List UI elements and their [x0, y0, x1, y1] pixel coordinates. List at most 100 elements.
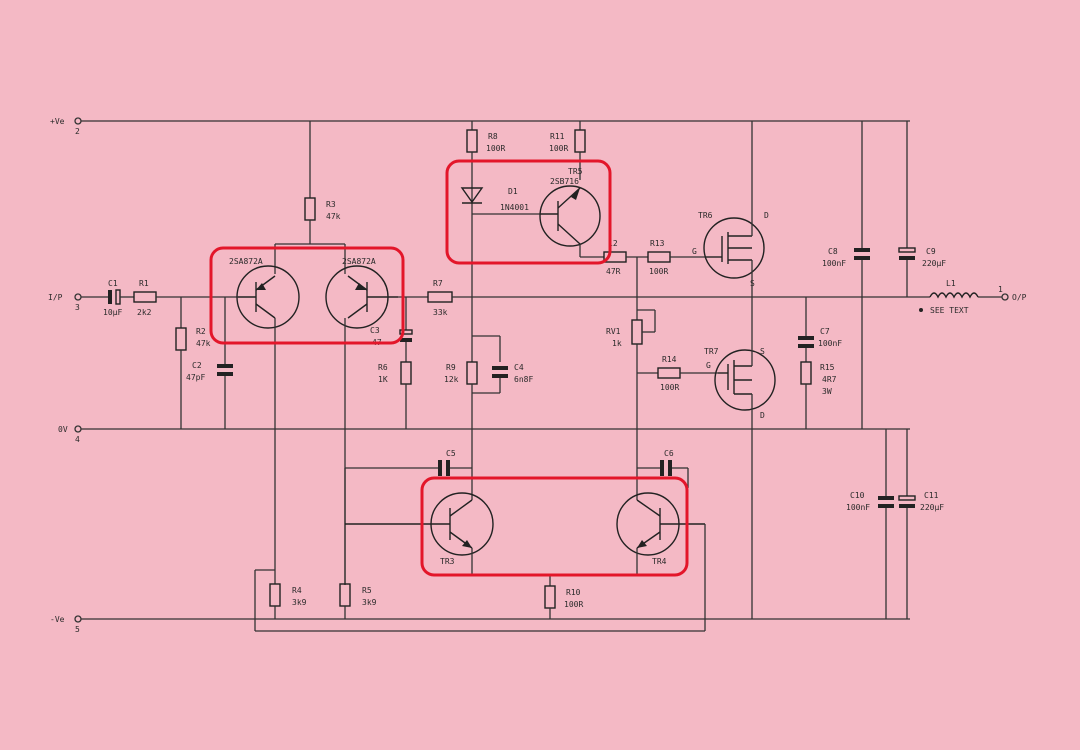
r11-val: 100R — [549, 144, 568, 153]
r6-ref: R6 — [378, 363, 388, 372]
tr1-val: 2SA872A — [229, 257, 263, 266]
c9-ref: C9 — [926, 247, 936, 256]
input-num: 3 — [75, 303, 80, 312]
c11-ref: C11 — [924, 491, 939, 500]
r4-ref: R4 — [292, 586, 302, 595]
c7-ref: C7 — [820, 327, 830, 336]
r3-val: 47k — [326, 212, 341, 221]
c3-ref: C3 — [370, 326, 380, 335]
rv1-ref: RV1 — [606, 327, 621, 336]
r15-val2: 3W — [822, 387, 832, 396]
r10-val: 100R — [564, 600, 583, 609]
r6-val: 1K — [378, 375, 388, 384]
input-label: I/P — [48, 293, 63, 302]
c8-val: 100nF — [822, 259, 846, 268]
r14-ref: R14 — [662, 355, 677, 364]
output-label: O/P — [1012, 293, 1027, 302]
tr6-mosfet: TR6 G D S — [692, 121, 769, 297]
tr7-gate: G — [706, 361, 711, 370]
highlight-boxes — [209, 159, 689, 577]
r7-val: 33k — [433, 308, 448, 317]
r4-val: 3k9 — [292, 598, 307, 607]
tr3-ref: TR3 — [440, 557, 455, 566]
tr3-transistor: TR3 — [345, 492, 494, 566]
r2-val: 47k — [196, 339, 211, 348]
r1-val: 2k2 — [137, 308, 152, 317]
tr1-transistor: 2SA872A — [229, 257, 300, 570]
pos-rail-num: 2 — [75, 127, 80, 136]
r13-ref: R13 — [650, 239, 665, 248]
r12-val: 47R — [606, 267, 621, 276]
tr2-transistor: 2SA872A — [325, 257, 398, 585]
output-num: 1 — [998, 285, 1003, 294]
rail-negative: -Ve 5 — [50, 615, 910, 634]
c2-ref: C2 — [192, 361, 202, 370]
c6-ref: C6 — [664, 449, 674, 458]
rv1-val: 1k — [612, 339, 622, 348]
gnd-rail-label: 0V — [58, 425, 68, 434]
r12-ref: 12 — [608, 239, 618, 248]
tr7-ref: TR7 — [704, 347, 719, 356]
r13-val: 100R — [649, 267, 668, 276]
tr7-source: S — [760, 347, 765, 356]
c9-val: 220µF — [922, 259, 946, 268]
c5-ref: C5 — [446, 449, 456, 458]
c1-ref: C1 — [108, 279, 118, 288]
c1-val: 10µF — [103, 308, 122, 317]
r8-ref: R8 — [488, 132, 498, 141]
c2-val: 47pF — [186, 373, 205, 382]
r3-ref: R3 — [326, 200, 336, 209]
neg-rail-num: 5 — [75, 625, 80, 634]
tr7-mosfet: TR7 G S D — [704, 297, 776, 619]
c4-ref: C4 — [514, 363, 524, 372]
tr6-ref: TR6 — [698, 211, 713, 220]
r9-val: 12k — [444, 375, 459, 384]
highlight-ltp-pair — [209, 246, 405, 345]
neg-rail-label: -Ve — [50, 615, 65, 624]
tr5-transistor: TR5 2SB716 — [539, 167, 601, 247]
c11-val: 220µF — [920, 503, 944, 512]
tr4-transistor: TR4 — [616, 492, 705, 566]
d1-val: 1N4001 — [500, 203, 529, 212]
r5-val: 3k9 — [362, 598, 377, 607]
highlight-tr3-tr4 — [420, 476, 689, 577]
tr6-drain: D — [764, 211, 769, 220]
tr5-ref: TR5 — [568, 167, 583, 176]
tr6-source: S — [750, 279, 755, 288]
r10-ref: R10 — [566, 588, 581, 597]
r7-ref: R7 — [433, 279, 443, 288]
tr6-gate: G — [692, 247, 697, 256]
output-stage: TR6 G D S TR7 G S D C7 100nF R15 — [692, 121, 1027, 619]
ltp-loads: R4 3k9 R5 3k9 — [254, 468, 705, 632]
tr4-ref: TR4 — [652, 557, 667, 566]
d1-ref: D1 — [508, 187, 518, 196]
r8-val: 100R — [486, 144, 505, 153]
highlight-tr5-d1 — [445, 159, 612, 265]
rail-positive: +Ve 2 — [50, 117, 910, 136]
l1-ref: L1 — [946, 279, 956, 288]
tr2-val: 2SA872A — [342, 257, 376, 266]
r2-ref: R2 — [196, 327, 206, 336]
c4-val: 6n8F — [514, 375, 533, 384]
c10-val: 100nF — [846, 503, 870, 512]
r15-ref: R15 — [820, 363, 835, 372]
c8-ref: C8 — [828, 247, 838, 256]
rail-ground: 0V 4 — [58, 425, 910, 444]
tr5-val: 2SB716 — [550, 177, 579, 186]
c10-ref: C10 — [850, 491, 865, 500]
r5-ref: R5 — [362, 586, 372, 595]
gnd-rail-num: 4 — [75, 435, 80, 444]
r15-val: 4R7 — [822, 375, 837, 384]
input-section: I/P 3 C1 10µF R1 2k2 R2 47k C2 47pF — [48, 279, 238, 429]
long-tail-pair: R3 47k 2SA872A 2SA872A — [229, 121, 930, 585]
r1-ref: R1 — [139, 279, 149, 288]
pos-rail-label: +Ve — [50, 117, 65, 126]
current-mirror: C5 C6 TR3 TR4 R — [345, 449, 706, 631]
vas-stage: R8 100R R11 100R D1 1N4001 TR5 2SB716 12… — [444, 121, 718, 500]
tr7-drain: D — [760, 411, 765, 420]
r9-ref: R9 — [446, 363, 456, 372]
c7-val: 100nF — [818, 339, 842, 348]
l1-note: SEE TEXT — [930, 306, 969, 315]
